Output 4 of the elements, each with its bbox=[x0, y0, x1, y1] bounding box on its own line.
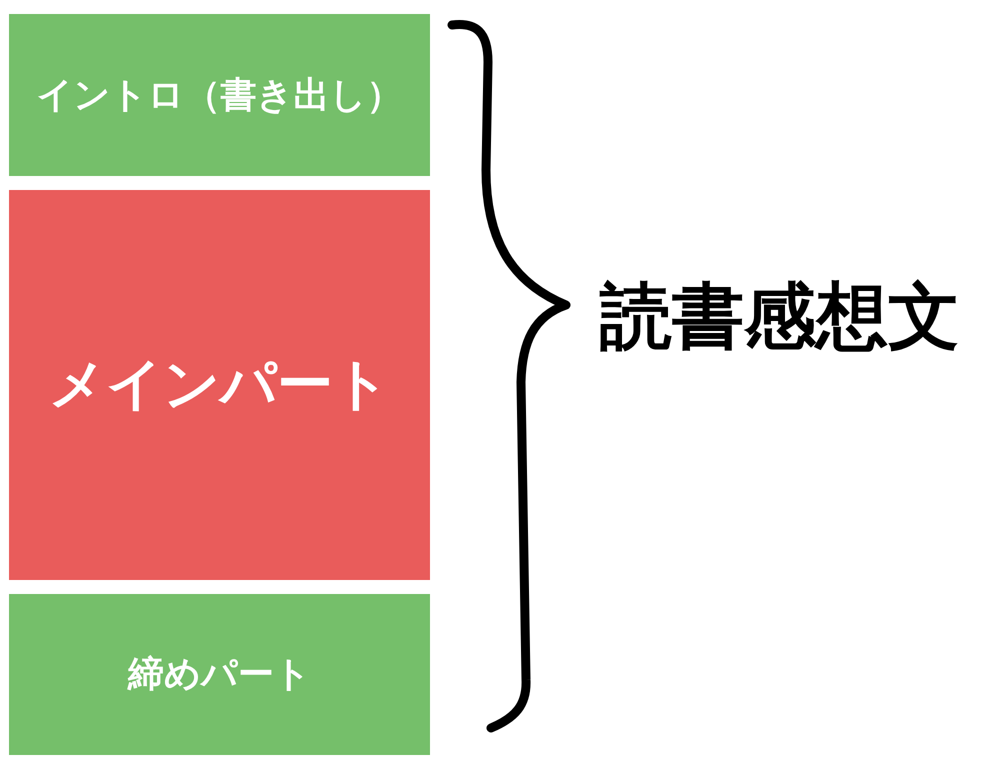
section-box: イントロ（書き出し） bbox=[9, 14, 430, 176]
section-box: 締めパート bbox=[9, 594, 430, 755]
brace-label: 読書感想文 bbox=[600, 280, 960, 352]
section-box: メインパート bbox=[9, 190, 430, 580]
